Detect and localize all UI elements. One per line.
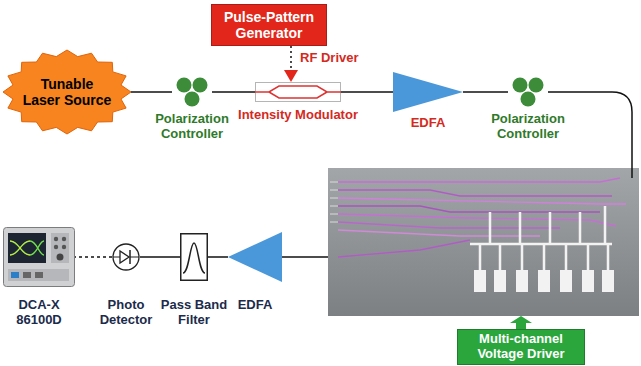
optical-link xyxy=(75,257,112,258)
intensity-modulator: Intensity Modulator xyxy=(255,82,341,102)
filter-symbol: Pass Band Filter xyxy=(180,233,208,281)
optical-fiber xyxy=(548,92,632,178)
component-label: DCA-X 86100D xyxy=(6,298,72,328)
link-line xyxy=(212,91,255,93)
amplifier-symbol: EDFA xyxy=(228,232,282,282)
control-arrow xyxy=(510,316,532,329)
oscilloscope: DCA-X 86100D xyxy=(3,227,75,287)
text-holder: Tunable Laser Source xyxy=(3,50,131,134)
optical-link xyxy=(463,92,508,93)
polarization-controller-shape xyxy=(172,77,212,107)
component-label: Photo Detector xyxy=(91,298,161,328)
node-label: Pulse-Pattern Generator xyxy=(217,9,321,41)
amplifier-symbol-shape xyxy=(393,72,463,112)
component-label: Polarization Controller xyxy=(480,112,576,142)
node-label: Tunable Laser Source xyxy=(21,76,113,108)
amplifier-symbol: EDFA xyxy=(393,72,463,112)
link-line xyxy=(140,256,180,258)
link-line xyxy=(463,91,508,93)
optical-link xyxy=(140,257,180,258)
filter-symbol-shape xyxy=(180,233,208,281)
signal-label: RF Driver xyxy=(300,50,359,65)
link-line xyxy=(290,46,292,70)
polarization-controller: Polarization Controller xyxy=(508,77,548,107)
photodetector-symbol: Photo Detector xyxy=(112,243,140,271)
laser-source: Tunable Laser Source xyxy=(3,50,131,134)
component-label: Pass Band Filter xyxy=(157,298,231,328)
component-label: Polarization Controller xyxy=(144,112,240,142)
optical-link xyxy=(131,92,172,93)
intensity-modulator-shape xyxy=(255,82,341,102)
node-label: Multi-channel Voltage Driver xyxy=(463,332,579,362)
text-holder: Multi-channel Voltage Driver xyxy=(458,330,584,364)
arrow-head xyxy=(284,70,298,82)
photodetector-symbol-shape xyxy=(112,243,140,271)
photonic-chip xyxy=(328,168,639,316)
optical-link xyxy=(284,46,298,82)
component-label: Intensity Modulator xyxy=(228,108,368,123)
component-label: EDFA xyxy=(225,298,285,313)
optical-link xyxy=(341,92,393,93)
component-label: EDFA xyxy=(398,116,458,131)
oscilloscope-shape xyxy=(3,227,75,287)
polarization-controller-shape xyxy=(508,77,548,107)
link-line xyxy=(341,91,393,93)
driver-box: Multi-channel Voltage Driver xyxy=(457,329,585,365)
polarization-controller: Polarization Controller xyxy=(172,77,212,107)
amplifier-symbol-shape xyxy=(228,232,282,282)
optical-link xyxy=(208,257,228,258)
text-holder: Pulse-Pattern Generator xyxy=(212,5,326,45)
link-line xyxy=(131,91,172,93)
link-line xyxy=(75,256,112,258)
optical-link xyxy=(212,92,255,93)
link-line xyxy=(208,256,228,258)
generator-box: Pulse-Pattern Generator xyxy=(211,4,327,46)
optical-fiber xyxy=(282,256,328,258)
